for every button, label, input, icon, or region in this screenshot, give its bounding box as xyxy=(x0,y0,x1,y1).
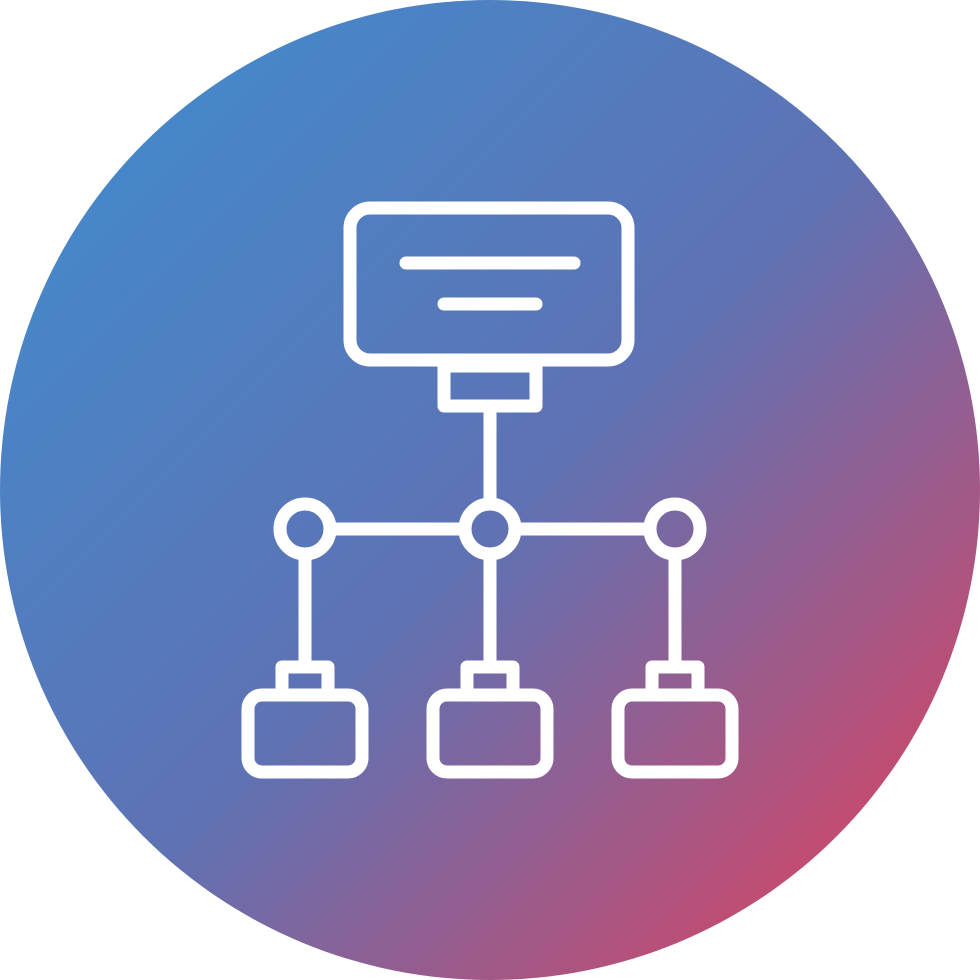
child-node-left xyxy=(241,688,369,779)
child-node-right xyxy=(611,688,739,779)
child-node-center xyxy=(426,688,554,779)
icon-lines xyxy=(241,201,739,779)
